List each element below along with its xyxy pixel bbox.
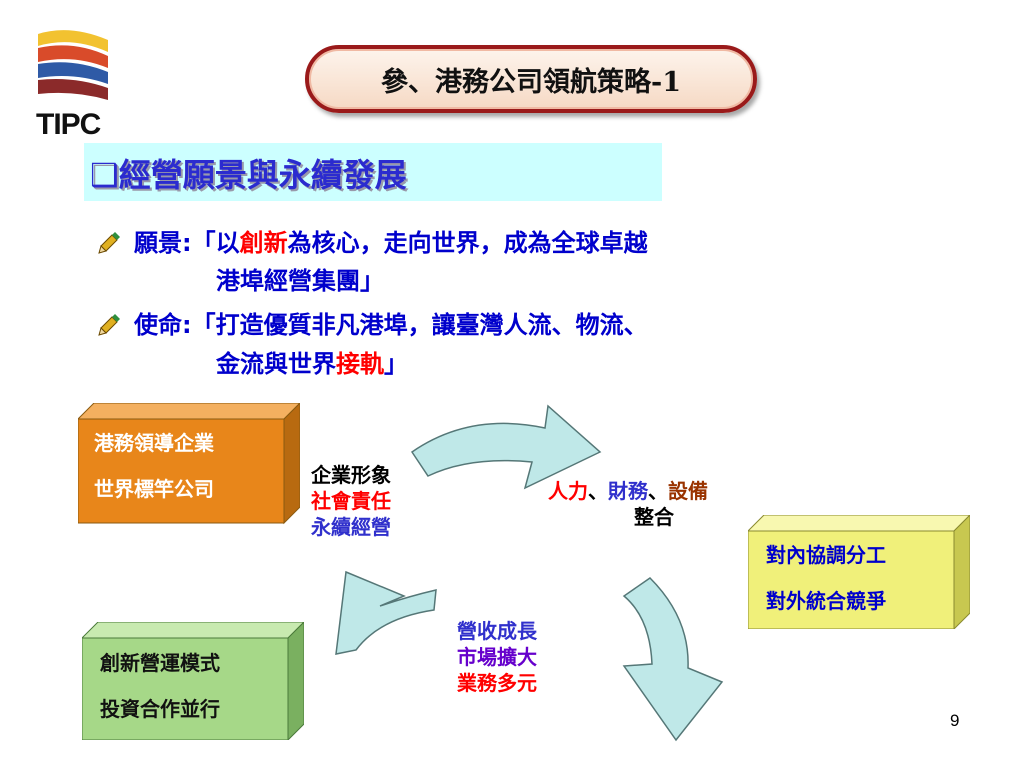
- label-corporate-image: 企業形象: [311, 463, 391, 487]
- label-sustainability: 永續經營: [311, 515, 391, 539]
- cycle-label-bottom: 營收成長 市場擴大 業務多元: [457, 618, 537, 696]
- logo-text: TIPC: [36, 108, 101, 141]
- vision-highlight: 創新: [239, 229, 288, 257]
- vision-line-2: 港埠經營集團」: [216, 262, 384, 300]
- section-heading-background: [84, 143, 662, 201]
- vision-line-1: 願景:「以創新為核心，走向世界，成為全球卓越: [134, 224, 648, 262]
- label-integration: 整合: [634, 505, 674, 529]
- yellow-box-line-1: 對內協調分工: [766, 543, 886, 567]
- separator: 、: [588, 479, 608, 503]
- label-finance: 財務: [608, 479, 648, 503]
- label-market-expansion: 市場擴大: [457, 645, 537, 669]
- orange-box-line-2: 世界標竿公司: [94, 477, 214, 501]
- vision-text: 願景:「以: [134, 229, 240, 257]
- vision-text-continued: 為核心，走向世界，成為全球卓越: [287, 229, 648, 257]
- label-manpower: 人力: [548, 479, 588, 503]
- green-box-3d: [82, 622, 304, 740]
- tipc-logo: [38, 30, 108, 100]
- green-box-line-1: 創新營運模式: [100, 651, 220, 675]
- cycle-arrow-right: [622, 577, 724, 742]
- label-business-diversification: 業務多元: [457, 671, 537, 695]
- cycle-label-top-left: 企業形象 社會責任 永續經營: [311, 462, 391, 540]
- vision-text-line2: 港埠經營集團」: [216, 267, 384, 295]
- mission-text: 使命:「打造優質非凡港埠，讓臺灣人流、物流、: [134, 311, 648, 339]
- mission-text-line2: 金流與世界: [216, 350, 336, 378]
- section-heading-text: 經營願景與永續發展: [118, 156, 407, 194]
- mission-text-end: 」: [384, 350, 408, 378]
- green-box: 創新營運模式 投資合作並行: [86, 640, 290, 740]
- yellow-box-3d: [748, 515, 970, 629]
- mission-highlight: 接軌: [336, 350, 384, 378]
- cycle-label-right: 人力、財務、設備 整合: [548, 478, 708, 530]
- label-revenue-growth: 營收成長: [457, 619, 537, 643]
- mission-line-2: 金流與世界接軌」: [216, 345, 408, 383]
- page-number: 9: [950, 711, 960, 730]
- green-box-line-2: 投資合作並行: [100, 697, 220, 721]
- orange-box-line-1: 港務領導企業: [94, 431, 214, 455]
- label-equipment: 設備: [668, 479, 708, 503]
- yellow-box-line-2: 對外統合競爭: [766, 589, 886, 613]
- cycle-arrow-bottom-left: [335, 570, 437, 655]
- checkbox-bullet-icon: ❑: [90, 156, 119, 194]
- section-heading: ❑經營願景與永續發展: [90, 150, 407, 196]
- pencil-bullet-icon: [98, 314, 120, 336]
- cycle-arrow-top: [410, 404, 602, 490]
- orange-box-3d: [78, 403, 300, 525]
- orange-box: 港務領導企業 世界標竿公司: [80, 420, 284, 524]
- mission-line-1: 使命:「打造優質非凡港埠，讓臺灣人流、物流、: [134, 306, 648, 344]
- pencil-bullet-icon: [98, 232, 120, 254]
- slide-title: 參、港務公司領航策略-1: [305, 45, 757, 113]
- label-social-responsibility: 社會責任: [311, 489, 391, 513]
- separator: 、: [648, 479, 668, 503]
- yellow-box: 對內協調分工 對外統合競爭: [752, 532, 956, 630]
